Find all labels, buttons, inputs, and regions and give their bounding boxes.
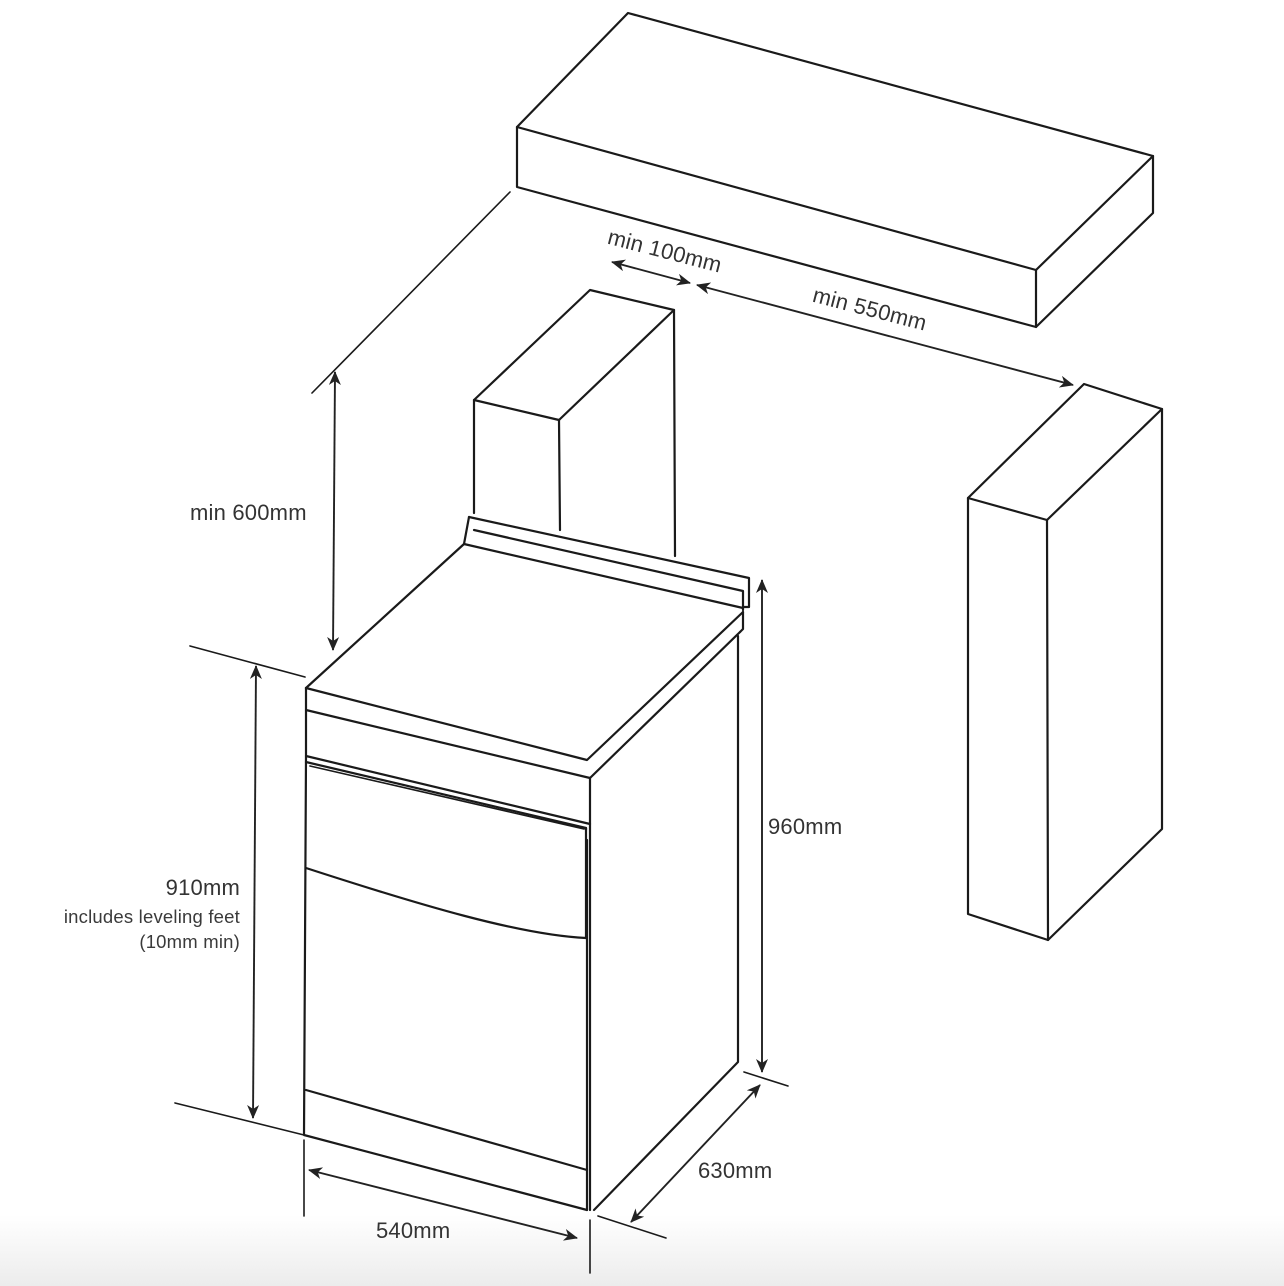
- extension-line: [597, 1215, 667, 1239]
- right-tall-cabinet: [966, 382, 1164, 942]
- left-tall-cabinet: [472, 288, 677, 558]
- extension-line: [743, 1071, 789, 1087]
- label-540mm: 540mm: [376, 1218, 451, 1243]
- extension-line: [189, 645, 306, 678]
- label-910mm: 910mm: [165, 875, 240, 900]
- extension-line: [311, 191, 511, 394]
- cooker: [302, 515, 751, 1212]
- label-min-600mm: min 600mm: [190, 500, 307, 525]
- label-leveling-feet-min: (10mm min): [139, 931, 240, 952]
- dim-arrow-min-600: [327, 371, 341, 651]
- label-630mm: 630mm: [698, 1158, 773, 1183]
- dim-arrow-910: [247, 665, 262, 1119]
- label-leveling-feet-note: includes leveling feet: [63, 906, 240, 927]
- overhead-cabinet: [515, 11, 1155, 329]
- floor-line: [174, 1102, 305, 1136]
- dim-arrow-min-550: [696, 282, 1074, 388]
- dim-arrow-630: [630, 1084, 761, 1223]
- dim-arrow-min-100: [611, 259, 691, 286]
- label-960mm: 960mm: [768, 814, 843, 839]
- dim-arrow-540: [308, 1167, 578, 1241]
